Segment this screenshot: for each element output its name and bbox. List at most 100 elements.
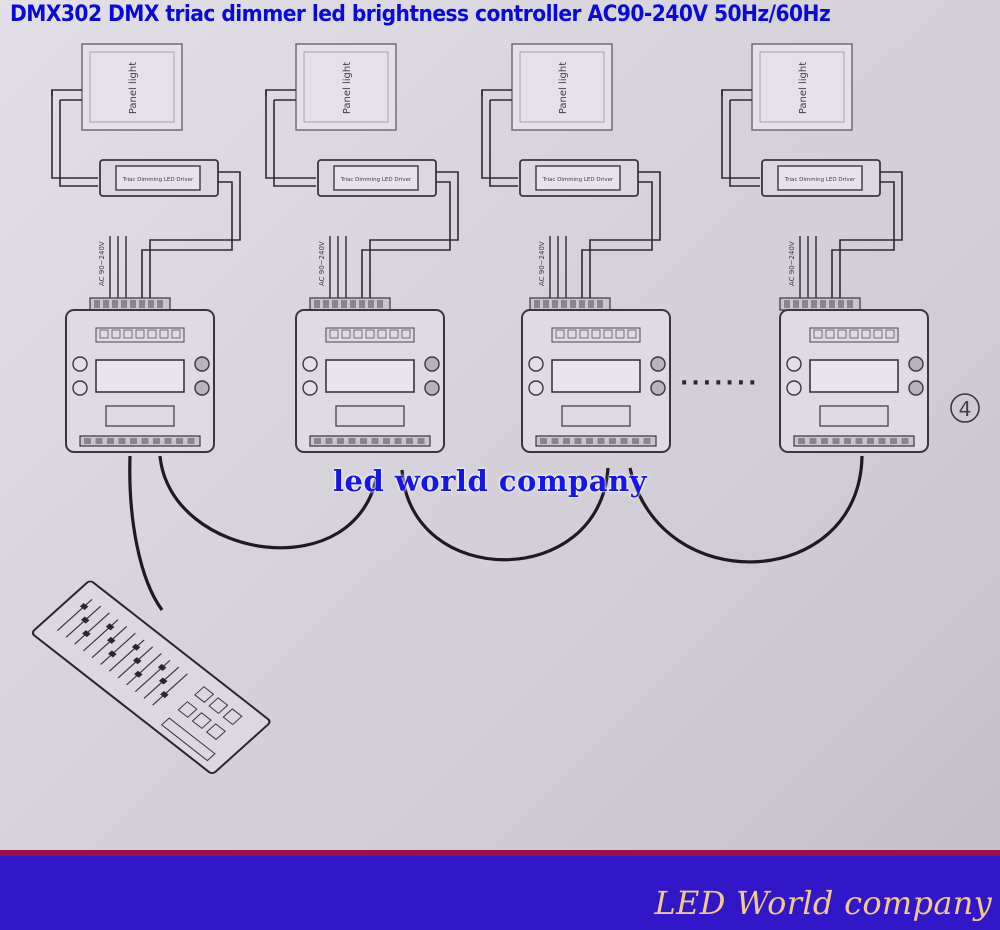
terminal-pin bbox=[820, 300, 826, 308]
dmx-cable bbox=[158, 455, 380, 550]
console-fader-track bbox=[152, 673, 188, 706]
panel-wire bbox=[729, 100, 760, 187]
panel-wire bbox=[273, 100, 316, 187]
driver-wire bbox=[141, 181, 233, 300]
controller-display bbox=[809, 359, 899, 393]
console-fader-knob bbox=[157, 663, 167, 671]
terminal-pin bbox=[141, 438, 149, 444]
controller-button-c bbox=[786, 356, 802, 372]
controller-indicator bbox=[377, 329, 387, 339]
terminal-bottom bbox=[793, 435, 915, 447]
controller-button-m bbox=[72, 380, 88, 396]
driver-wire bbox=[361, 181, 451, 300]
terminal-pin bbox=[360, 438, 367, 444]
led-driver-label-box bbox=[535, 165, 621, 191]
controller-indicator bbox=[849, 329, 859, 339]
console-fader-track bbox=[82, 619, 119, 652]
dmx-console bbox=[31, 580, 271, 775]
console-fader-track bbox=[56, 598, 93, 631]
terminal-pin bbox=[383, 438, 390, 444]
terminal-pin bbox=[371, 438, 379, 444]
console-fader-track bbox=[126, 653, 162, 686]
controller-indicator bbox=[365, 329, 375, 339]
terminal-pin bbox=[417, 438, 425, 444]
dmx-cable bbox=[628, 455, 864, 564]
terminal-pin bbox=[153, 438, 160, 444]
console-display bbox=[160, 717, 216, 762]
terminal-pin bbox=[314, 438, 321, 444]
controller-indicator bbox=[861, 329, 871, 339]
terminal-bottom bbox=[535, 435, 657, 447]
console-button bbox=[205, 723, 226, 741]
terminal-pin bbox=[802, 300, 808, 308]
terminal-pin bbox=[552, 300, 558, 308]
console-fader-knob bbox=[82, 630, 91, 638]
controller-indicator bbox=[627, 329, 637, 339]
terminal-pin bbox=[107, 438, 114, 444]
controller-button-m bbox=[302, 380, 318, 396]
dmx-cable bbox=[400, 467, 610, 562]
terminal-pin bbox=[130, 438, 137, 444]
controller-button-c bbox=[302, 356, 318, 372]
controller-indicator bbox=[825, 329, 835, 339]
console-fader-track bbox=[65, 605, 102, 638]
terminal-pin bbox=[534, 300, 540, 308]
terminal-pin bbox=[130, 300, 136, 308]
panel-wire bbox=[265, 90, 316, 179]
driver-wire bbox=[831, 181, 895, 300]
terminal-pin bbox=[878, 438, 886, 444]
terminal-pin bbox=[406, 438, 413, 444]
console-fader-knob bbox=[79, 602, 89, 611]
led-driver-label-box bbox=[777, 165, 863, 191]
controller-indicator bbox=[579, 329, 589, 339]
controller-indicator bbox=[123, 329, 133, 339]
panel-light-inner bbox=[519, 51, 605, 123]
controller-dmx-port bbox=[335, 405, 405, 427]
panel-light-label: Panel light bbox=[558, 62, 569, 114]
console-fader-knob bbox=[80, 616, 90, 624]
controller-button-m bbox=[528, 380, 544, 396]
console-fader-knob bbox=[106, 636, 116, 644]
terminal-pin bbox=[597, 438, 605, 444]
brand-signature: LED World company bbox=[654, 884, 992, 922]
terminal-pin bbox=[368, 300, 374, 308]
terminal-pin bbox=[632, 438, 639, 444]
controller-display bbox=[325, 359, 415, 393]
terminal-pin bbox=[643, 438, 651, 444]
controller-button-up bbox=[908, 356, 924, 372]
controller-button-m bbox=[786, 380, 802, 396]
console-fader-knob bbox=[134, 670, 143, 678]
panel-light bbox=[751, 43, 853, 131]
controller-indicator bbox=[873, 329, 883, 339]
controller-button-down bbox=[908, 380, 924, 396]
led-driver-label: Triac Dimming LED Driver bbox=[122, 177, 194, 183]
driver-wire bbox=[369, 171, 459, 300]
driver-wire bbox=[581, 181, 653, 300]
controller-label-strip bbox=[325, 327, 415, 343]
terminal-pin bbox=[890, 438, 897, 444]
controller-dmx-port bbox=[819, 405, 889, 427]
console-button bbox=[191, 712, 212, 730]
controller-display bbox=[95, 359, 185, 393]
controller-dmx-port bbox=[561, 405, 631, 427]
terminal-pin bbox=[341, 300, 347, 308]
led-driver-label: Triac Dimming LED Driver bbox=[542, 177, 614, 183]
terminal-pin bbox=[838, 300, 844, 308]
console-button bbox=[194, 686, 215, 703]
console-fader-knob bbox=[105, 623, 115, 631]
watermark-text: led world company bbox=[333, 464, 648, 498]
terminal-pin bbox=[148, 300, 154, 308]
ac-voltage-label: AC 90~240V bbox=[318, 241, 326, 286]
controller-button-down bbox=[194, 380, 210, 396]
led-driver-label: Triac Dimming LED Driver bbox=[784, 177, 856, 183]
console-fader-track bbox=[108, 639, 145, 672]
terminal-pin bbox=[325, 438, 333, 444]
controller-dmx-port bbox=[105, 405, 175, 427]
terminal-pin bbox=[176, 438, 183, 444]
controller-indicator bbox=[885, 329, 895, 339]
panel-light-inner bbox=[759, 51, 845, 123]
terminal-pin bbox=[901, 438, 909, 444]
